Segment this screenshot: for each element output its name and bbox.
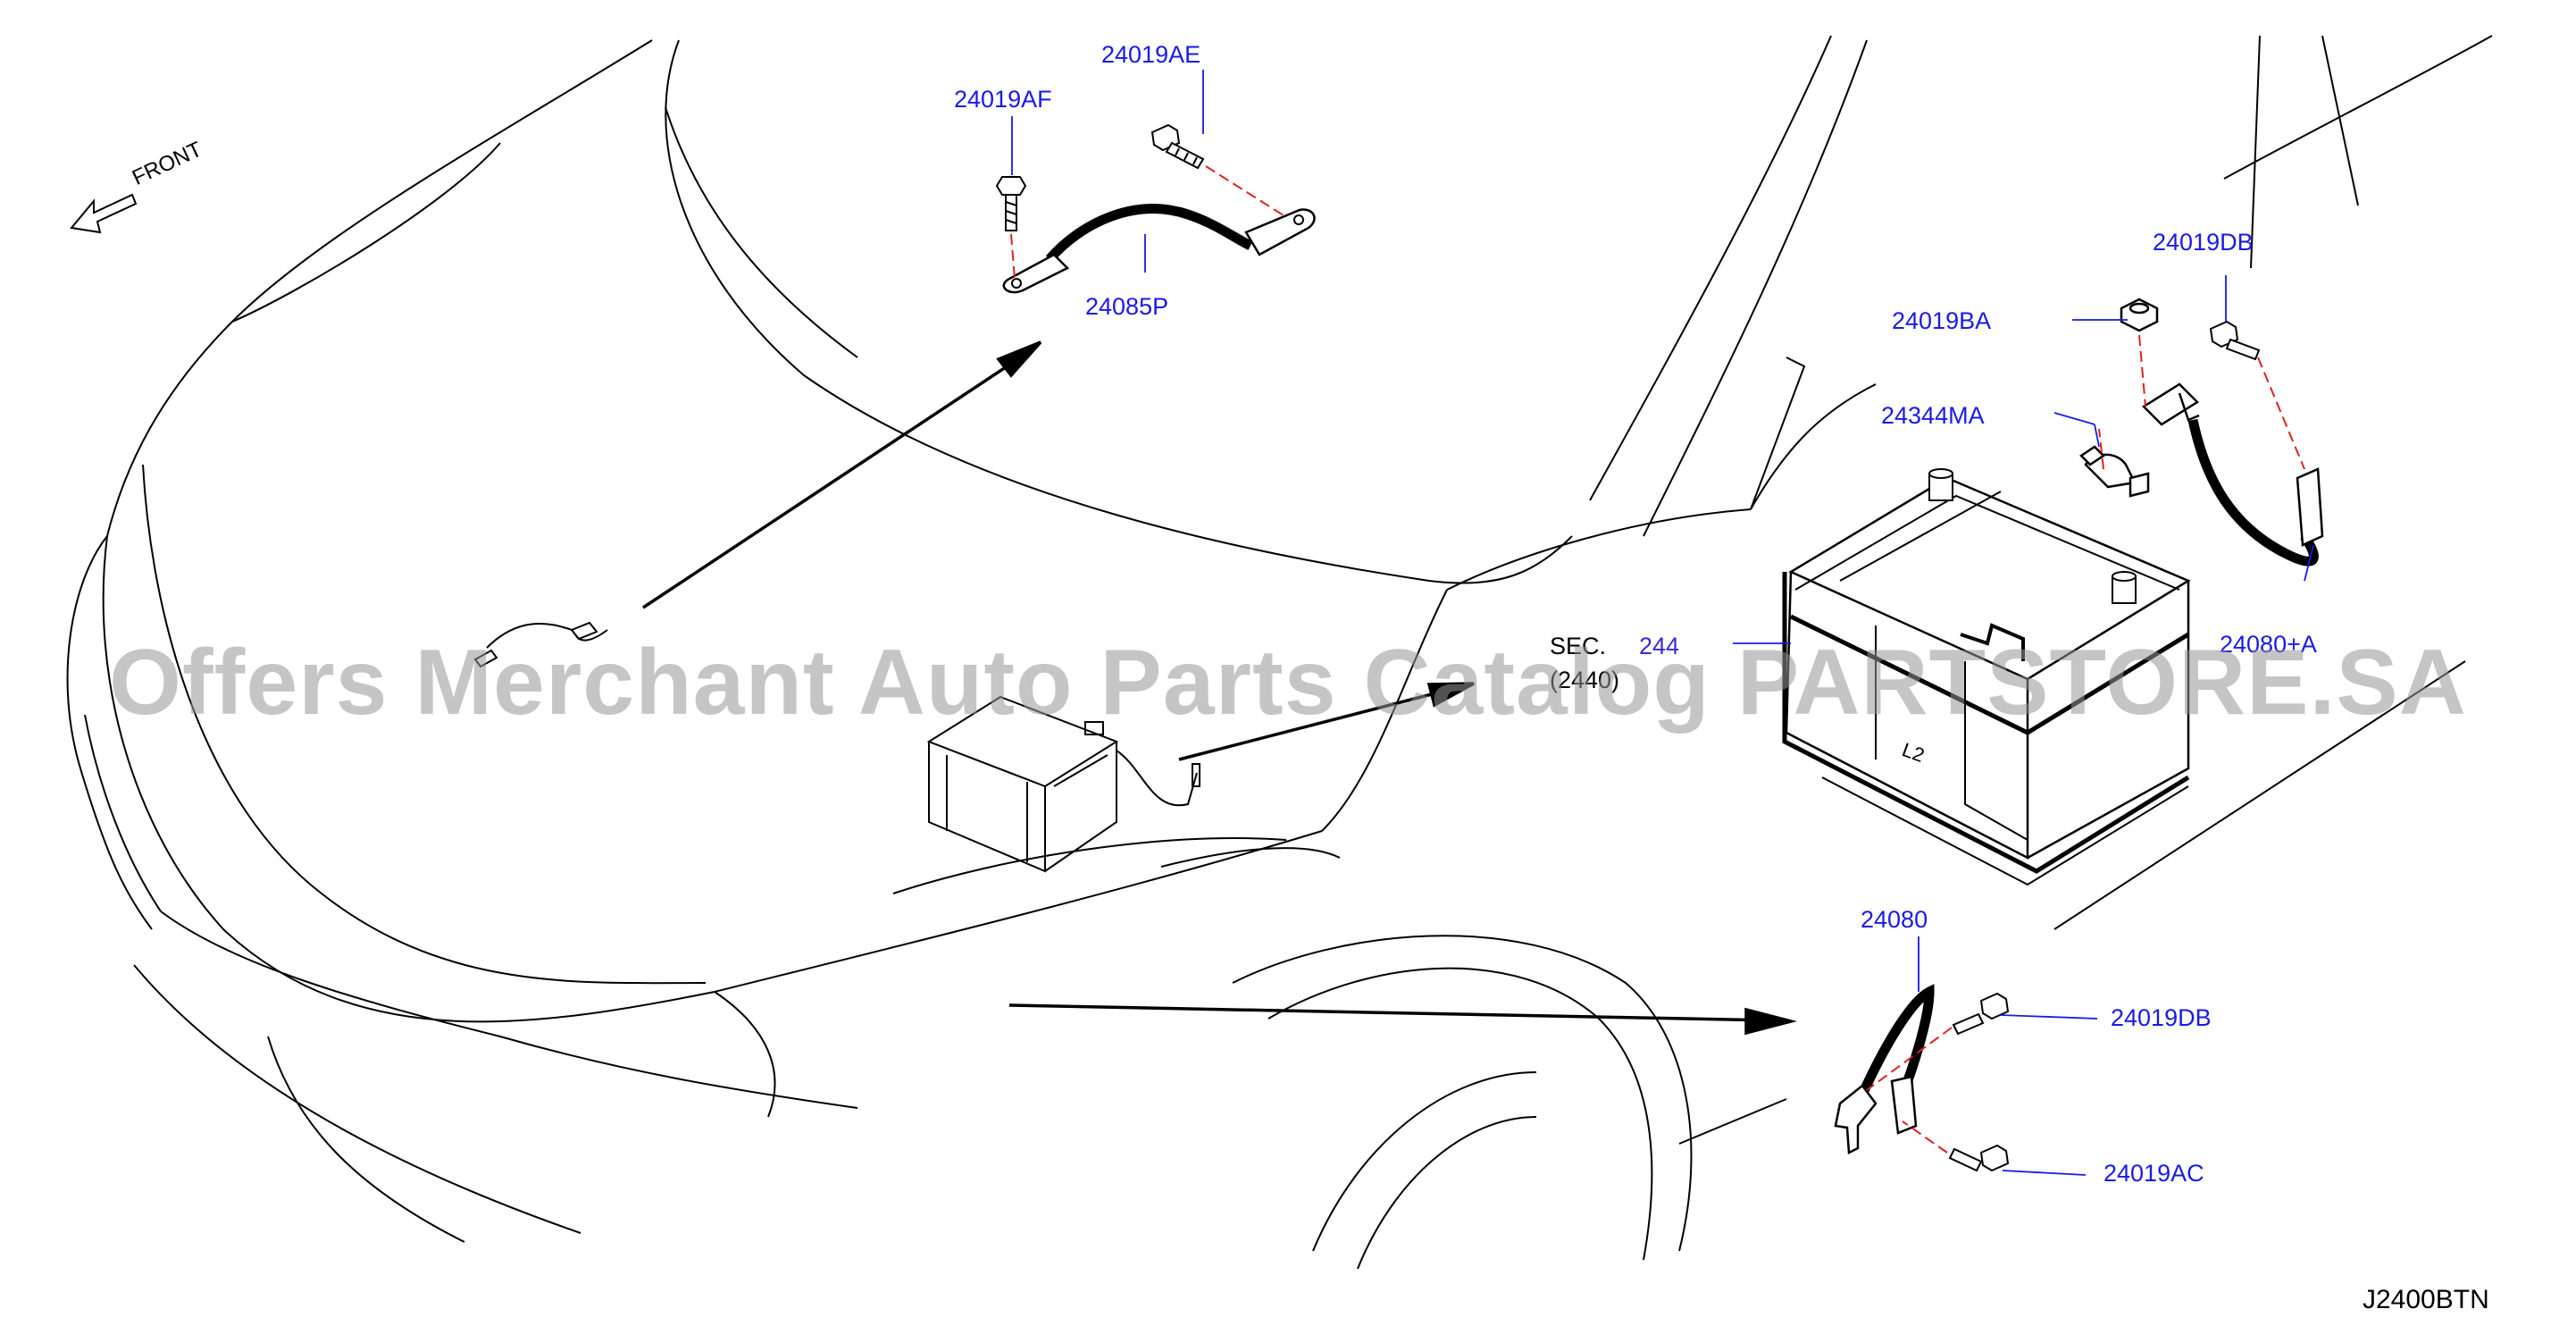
bolt-24019AF-icon — [995, 176, 1027, 231]
part-label-24080A[interactable]: 24080+A — [2220, 631, 2317, 658]
part-label-24080[interactable]: 24080 — [1861, 906, 1928, 933]
part-label-24019DB-bottom[interactable]: 24019DB — [2111, 1004, 2212, 1031]
part-label-24019AE[interactable]: 24019AE — [1101, 41, 1201, 68]
battery-locator-icon — [926, 695, 1200, 873]
bolt-24019AC-icon — [1948, 1144, 2010, 1172]
ground-cable-24080-icon — [1834, 984, 1935, 1154]
bolt-24019DB-bottom-icon — [1952, 992, 2010, 1036]
nut-24019BA-icon — [2120, 298, 2159, 332]
part-label-24019DB-top[interactable]: 24019DB — [2153, 229, 2254, 256]
callout-arrows — [642, 340, 1797, 1036]
fastener-axis-lines — [1010, 165, 2305, 1154]
bolt-24019DB-top-icon — [2209, 320, 2261, 361]
part-label-24019AC[interactable]: 24019AC — [2103, 1160, 2204, 1187]
leader-lines — [1011, 70, 2314, 1176]
battery-main-icon: L2 — [1782, 468, 2191, 886]
part-label-24019BA[interactable]: 24019BA — [1892, 307, 1992, 334]
section-ref-line2: (2440) — [1550, 667, 1620, 693]
car-body-outline — [66, 35, 2493, 1270]
part-label-24019AF[interactable]: 24019AF — [954, 86, 1052, 113]
bolt-24019AE-icon — [1150, 123, 1205, 170]
svg-text:L2: L2 — [1899, 738, 1928, 767]
diagram-code: J2400BTN — [2363, 1285, 2489, 1314]
terminal-24344MA-icon — [2079, 445, 2150, 498]
body-ground-cable-24085P-icon — [1002, 204, 1316, 294]
section-ref-line1: SEC. — [1550, 633, 1607, 659]
front-arrow-icon — [70, 193, 138, 234]
battery-cable-24080A-icon — [2142, 382, 2324, 566]
hood-cable-locator-icon — [473, 621, 608, 668]
part-label-24344MA[interactable]: 24344MA — [1881, 402, 1985, 429]
part-label-24085P[interactable]: 24085P — [1085, 293, 1169, 320]
section-ref-link[interactable]: 244 — [1639, 633, 1680, 659]
